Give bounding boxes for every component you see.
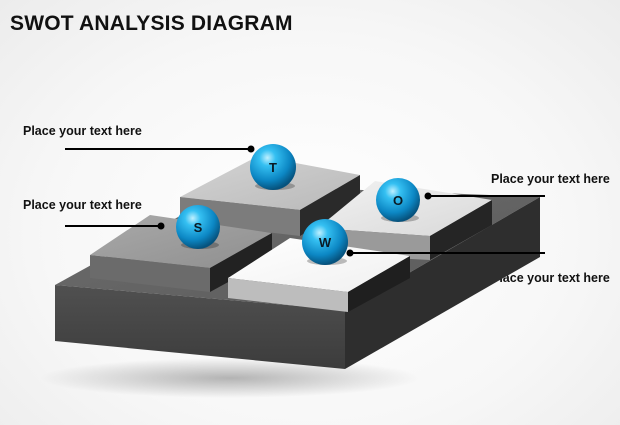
leader-lines	[65, 145, 545, 257]
sphere-weakness: W	[302, 219, 348, 265]
label-strength: Place your text here	[23, 198, 142, 212]
sphere-letter-weakness: W	[319, 235, 332, 250]
tile-strength	[90, 215, 272, 292]
leader-dot-opportunity	[424, 192, 432, 200]
leader-dot-threat	[247, 145, 255, 153]
sphere-threat: T	[250, 144, 296, 190]
sphere-letter-strength: S	[194, 220, 203, 235]
label-threat: Place your text here	[23, 124, 142, 138]
label-opportunity: Place your text here	[491, 172, 610, 186]
tile-weakness	[228, 238, 410, 312]
leader-dot-weakness	[346, 249, 354, 257]
leader-dot-strength	[157, 222, 165, 230]
sphere-letter-threat: T	[269, 160, 277, 175]
label-weakness: Place your text here	[491, 271, 610, 285]
page-title: SWOT ANALYSIS DIAGRAM	[10, 12, 293, 35]
floor-shadow	[40, 358, 420, 398]
sphere-opportunity: O	[376, 178, 420, 222]
sphere-letter-opportunity: O	[393, 193, 403, 208]
sphere-strength: S	[176, 205, 220, 249]
